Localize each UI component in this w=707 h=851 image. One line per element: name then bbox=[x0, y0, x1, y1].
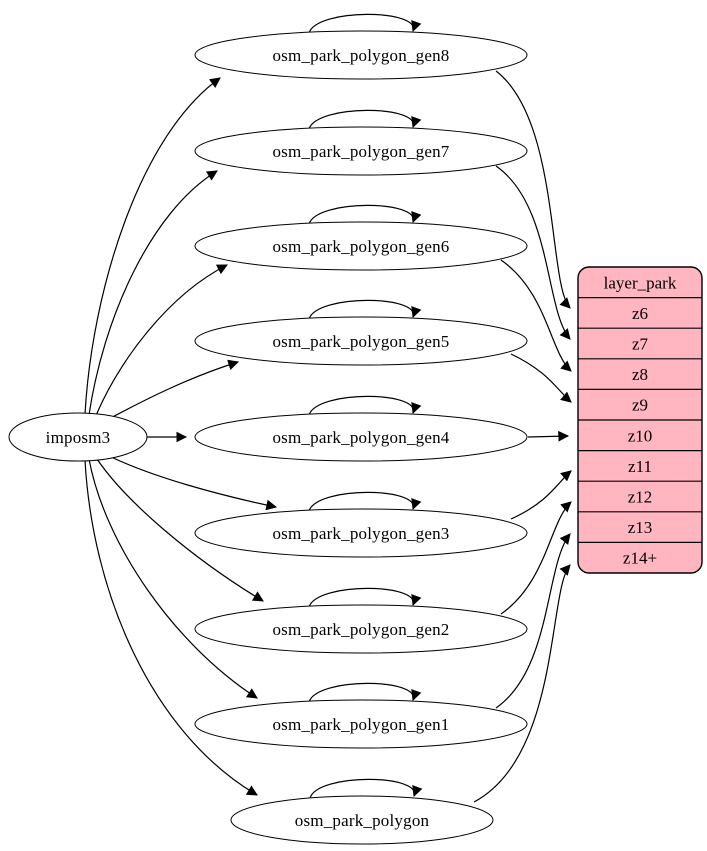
edge-imposm3-polygon bbox=[84, 459, 258, 796]
edge-imposm3-gen2 bbox=[94, 455, 264, 602]
edge-imposm3-gen7 bbox=[88, 170, 218, 416]
table-row-z13: z13 bbox=[628, 518, 653, 537]
edge-polygon-z14 bbox=[473, 564, 571, 803]
node-imposm3: imposm3 bbox=[8, 412, 148, 462]
node-gen3-label: osm_park_polygon_gen3 bbox=[272, 524, 449, 543]
edge-imposm3-gen6 bbox=[94, 264, 228, 419]
node-gen7-shape bbox=[194, 126, 528, 176]
node-gen2-shape bbox=[194, 604, 528, 654]
node-gen1-label: osm_park_polygon_gen1 bbox=[272, 715, 449, 734]
self-loop-gen3 bbox=[308, 491, 422, 512]
node-osm-park-polygon-gen4: osm_park_polygon_gen4 bbox=[194, 412, 528, 462]
node-gen8-shape bbox=[194, 30, 528, 80]
node-gen5-label: osm_park_polygon_gen5 bbox=[272, 332, 449, 351]
node-osm-park-polygon-gen3: osm_park_polygon_gen3 bbox=[194, 508, 528, 558]
edge-imposm3-gen5 bbox=[102, 359, 240, 423]
self-loop-gen4 bbox=[308, 395, 422, 416]
node-imposm3-label: imposm3 bbox=[46, 428, 111, 447]
edge-gen2-z12 bbox=[500, 501, 572, 615]
node-gen1-shape bbox=[194, 699, 528, 749]
edge-imposm3-gen8 bbox=[84, 77, 221, 415]
edge-imposm3-gen3 bbox=[102, 452, 278, 511]
edge-gen7-z7 bbox=[495, 165, 571, 340]
table-row-z10: z10 bbox=[628, 427, 653, 446]
node-osm-park-polygon-gen8: osm_park_polygon_gen8 bbox=[194, 30, 528, 80]
edge-imposm3-gen1 bbox=[88, 458, 258, 699]
table-row-z7: z7 bbox=[632, 335, 649, 354]
table-layer-park: layer_park z6 z7 z8 z9 z10 z11 z12 z13 z… bbox=[577, 266, 703, 574]
node-gen4-label: osm_park_polygon_gen4 bbox=[272, 428, 449, 447]
self-loop-gen6 bbox=[308, 204, 422, 225]
node-gen6-shape bbox=[194, 221, 528, 271]
edge-gen5-z9 bbox=[510, 353, 572, 403]
edge-gen8-z6 bbox=[495, 70, 571, 309]
node-osm-park-polygon-gen2: osm_park_polygon_gen2 bbox=[194, 604, 528, 654]
edge-gen3-z11 bbox=[510, 470, 572, 520]
table-row-z12: z12 bbox=[628, 488, 653, 507]
node-osm-park-polygon-gen6: osm_park_polygon_gen6 bbox=[194, 221, 528, 271]
self-loop-gen7 bbox=[308, 109, 422, 130]
self-loop-polygon bbox=[309, 778, 423, 799]
node-imposm3-shape bbox=[8, 412, 148, 462]
edge-gen1-z13 bbox=[495, 533, 571, 709]
self-loop-gen1 bbox=[308, 682, 422, 703]
table-row-z11: z11 bbox=[628, 457, 652, 476]
edges-from-source bbox=[84, 77, 278, 796]
self-loop-gen5 bbox=[308, 299, 422, 320]
node-gen7-label: osm_park_polygon_gen7 bbox=[272, 142, 449, 161]
self-loops bbox=[308, 13, 423, 799]
self-loop-gen2 bbox=[308, 587, 422, 608]
table-row-z14: z14+ bbox=[623, 549, 657, 568]
node-gen2-label: osm_park_polygon_gen2 bbox=[272, 620, 449, 639]
node-osm-park-polygon: osm_park_polygon bbox=[230, 795, 494, 845]
node-osm-park-polygon-gen1: osm_park_polygon_gen1 bbox=[194, 699, 528, 749]
node-gen5-shape bbox=[194, 316, 528, 366]
node-polygon-shape bbox=[230, 795, 494, 845]
table-row-z6: z6 bbox=[632, 304, 648, 323]
node-gen8-label: osm_park_polygon_gen8 bbox=[272, 46, 449, 65]
self-loop-gen8 bbox=[308, 13, 422, 34]
node-osm-park-polygon-gen7: osm_park_polygon_gen7 bbox=[194, 126, 528, 176]
node-osm-park-polygon-gen5: osm_park_polygon_gen5 bbox=[194, 316, 528, 366]
table-title: layer_park bbox=[604, 274, 677, 293]
node-polygon-label: osm_park_polygon bbox=[295, 811, 430, 830]
node-gen6-label: osm_park_polygon_gen6 bbox=[272, 237, 449, 256]
edge-gen6-z8 bbox=[500, 259, 572, 372]
table-row-z9: z9 bbox=[632, 396, 648, 415]
node-gen4-shape bbox=[194, 412, 528, 462]
edges-to-table bbox=[473, 70, 572, 803]
table-row-z8: z8 bbox=[632, 365, 648, 384]
edge-gen4-z10 bbox=[527, 430, 570, 442]
node-gen3-shape bbox=[194, 508, 528, 558]
